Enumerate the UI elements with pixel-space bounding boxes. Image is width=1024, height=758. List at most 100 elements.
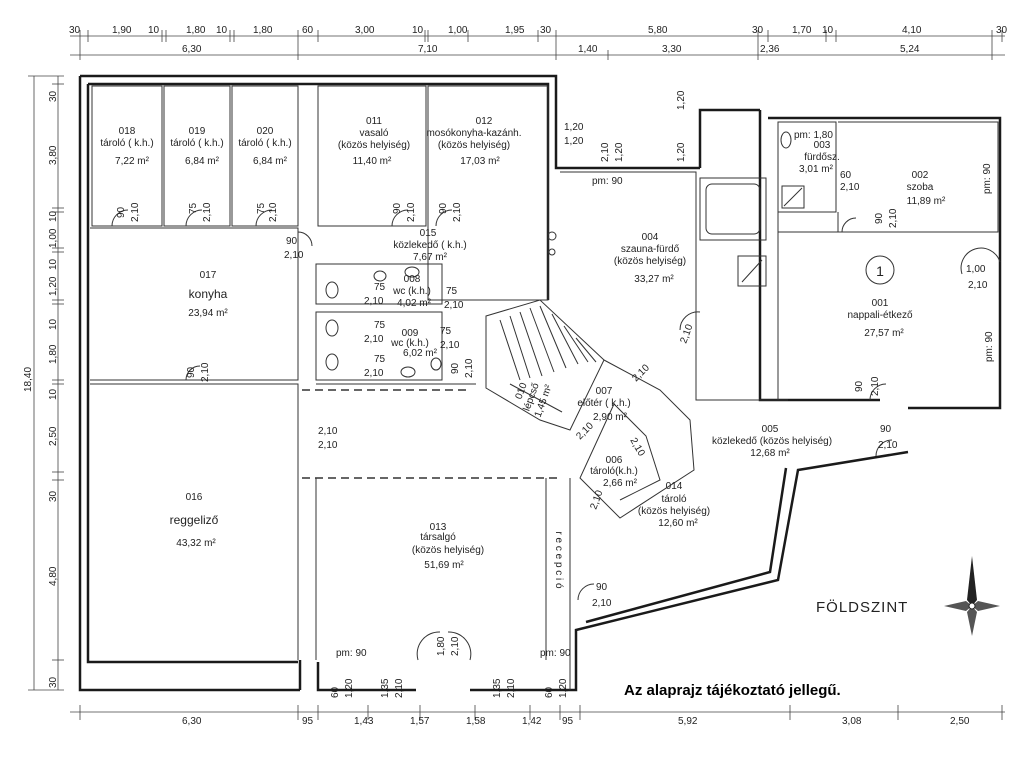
room-020-num: 020 xyxy=(257,126,274,137)
room-016-area: 43,32 m² xyxy=(176,538,216,549)
dim-bot2-9: 3,08 xyxy=(842,716,862,727)
dim-bot2-7: 95 xyxy=(562,716,574,727)
door-006b-h: 2,10 xyxy=(627,436,646,459)
door-003-w: 60 xyxy=(840,170,852,181)
room-019-area: 6,84 m² xyxy=(185,156,220,167)
room-016-name: reggeliző xyxy=(170,513,219,527)
dim-top-5: 10 xyxy=(216,25,228,36)
room-013-num: 013 xyxy=(430,522,447,533)
dim-top-12: 30 xyxy=(540,25,552,36)
dim-top2-2: 7,10 xyxy=(418,44,438,55)
room-005-num: 005 xyxy=(762,424,779,435)
win-004-2: 1,20 xyxy=(614,142,625,162)
dim-left-6: 1,20 xyxy=(48,276,59,296)
interior-walls xyxy=(90,85,999,690)
wc-door-3: 75 xyxy=(374,320,386,331)
room-014-name: tároló xyxy=(661,494,686,505)
room-019-num: 019 xyxy=(189,126,206,137)
room-014-sub: (közös helyiség) xyxy=(638,506,710,517)
room-009-area: 6,02 m² xyxy=(403,348,438,359)
dim-left-11: 30 xyxy=(48,490,59,502)
wc-door-4: 75 xyxy=(440,326,452,337)
win-004-4: 1,20 xyxy=(676,90,687,110)
door-001-pm: pm: 90 xyxy=(984,331,995,362)
room-labels: 018 tároló ( k.h.) 7,22 m² 019 tároló ( … xyxy=(100,116,946,571)
door-004-pm: pm: 90 xyxy=(592,176,623,187)
door-015-w: 90 xyxy=(286,236,298,247)
dim-top-9: 10 xyxy=(412,25,424,36)
room-007-num: 007 xyxy=(596,386,613,397)
dim-left-8: 1,80 xyxy=(48,344,59,364)
bottom-dimension-texts-1: 60 1,20 1,35 2,10 1,35 2,10 60 1,20 xyxy=(330,678,569,698)
room-018-area: 7,22 m² xyxy=(115,156,150,167)
dim-bot2-4: 1,57 xyxy=(410,716,430,727)
door-012-w: 90 xyxy=(438,202,449,214)
dim-left-4: 1,00 xyxy=(48,228,59,248)
reception-label: r e c e p c i ó xyxy=(553,531,564,589)
dim-top-2: 1,90 xyxy=(112,25,132,36)
dim-bot-8: 1,20 xyxy=(558,678,569,698)
door-007-h: 2,10 xyxy=(574,420,596,442)
wc-door-1h: 2,10 xyxy=(364,296,384,307)
top-dimension-texts-1: 30 1,90 10 1,80 10 1,80 60 3,00 10 1,00 … xyxy=(69,25,1008,36)
floor-label: FÖLDSZINT xyxy=(816,598,908,616)
dim-bot2-8: 5,92 xyxy=(678,716,698,727)
door-005b-w: 90 xyxy=(880,424,892,435)
room-016-num: 016 xyxy=(186,492,203,503)
wc-door-2: 75 xyxy=(446,286,458,297)
door-013-w: 1,80 xyxy=(436,636,447,656)
win-012-h: 1,20 xyxy=(564,136,584,147)
compass-icon xyxy=(944,556,1000,636)
room-008-num: 008 xyxy=(404,274,421,285)
room-008-name: wc (k.h.) xyxy=(392,286,431,297)
dim-bot2-5: 1,58 xyxy=(466,716,486,727)
bottom-dimension-lines xyxy=(70,705,1005,720)
disclaimer-note: Az alaprajz tájékoztató jellegű. xyxy=(624,682,841,699)
room-003-name: fürdősz. xyxy=(804,152,840,163)
unit-badge-number: 1 xyxy=(876,263,884,279)
dim-bot2-1: 6,30 xyxy=(182,716,202,727)
room-017-name: konyha xyxy=(189,287,228,301)
room-014-area: 12,60 m² xyxy=(658,518,698,529)
room-013-area: 51,69 m² xyxy=(424,560,464,571)
door-012-h: 2,10 xyxy=(452,202,463,222)
dim-left-2: 3,80 xyxy=(48,145,59,165)
room-004-num: 004 xyxy=(642,232,659,243)
room-001-area: 27,57 m² xyxy=(864,328,904,339)
dim-top2-3: 1,40 xyxy=(578,44,598,55)
room-001-name: nappali-étkező xyxy=(847,310,912,321)
room-002-num: 002 xyxy=(912,170,929,181)
wc-door-1: 75 xyxy=(374,282,386,293)
room-015-name: közlekedő ( k.h.) xyxy=(393,240,466,251)
door-003-pm: pm: 1,80 xyxy=(794,130,833,141)
room-013-name: társalgó xyxy=(420,532,456,543)
dim-top-15: 1,70 xyxy=(792,25,812,36)
dim-top-4: 1,80 xyxy=(186,25,206,36)
room-003-num: 003 xyxy=(814,140,831,151)
room-014-num: 014 xyxy=(666,481,683,492)
dim-top-6: 1,80 xyxy=(253,25,273,36)
room-020-name: tároló ( k.h.) xyxy=(238,138,291,149)
bottom-dimension-texts-2: 6,30 95 1,43 1,57 1,58 1,42 95 5,92 3,08… xyxy=(182,716,970,727)
win-004-3: 1,20 xyxy=(676,142,687,162)
top-dimension-texts-2: 6,30 7,10 1,40 3,30 2,36 5,24 xyxy=(182,44,920,55)
room-012-area: 17,03 m² xyxy=(460,156,500,167)
dim-left-7: 10 xyxy=(48,318,59,330)
wc-door-4h: 2,10 xyxy=(440,340,460,351)
room-012-name: mosókonyha-kazánh. xyxy=(426,128,521,139)
room-006-area: 2,66 m² xyxy=(603,478,638,489)
door-018-h: 2,10 xyxy=(130,202,141,222)
room-017-area: 23,94 m² xyxy=(188,308,228,319)
dim-left-total: 18,40 xyxy=(23,367,34,392)
dim-bot2-10: 2,50 xyxy=(950,716,970,727)
dim-top-10: 1,00 xyxy=(448,25,468,36)
door-016-h1: 2,10 xyxy=(318,426,338,437)
door-004b-h: 2,10 xyxy=(678,323,695,345)
room-008-area: 4,02 m² xyxy=(397,298,432,309)
dim-top-8: 3,00 xyxy=(355,25,375,36)
dim-top-7: 60 xyxy=(302,25,314,36)
room-011-area: 11,40 m² xyxy=(353,156,392,167)
door-007b-h: 2,10 xyxy=(630,362,652,384)
door-recep-h: 2,10 xyxy=(592,598,612,609)
top-dimension-lines xyxy=(70,30,1005,60)
